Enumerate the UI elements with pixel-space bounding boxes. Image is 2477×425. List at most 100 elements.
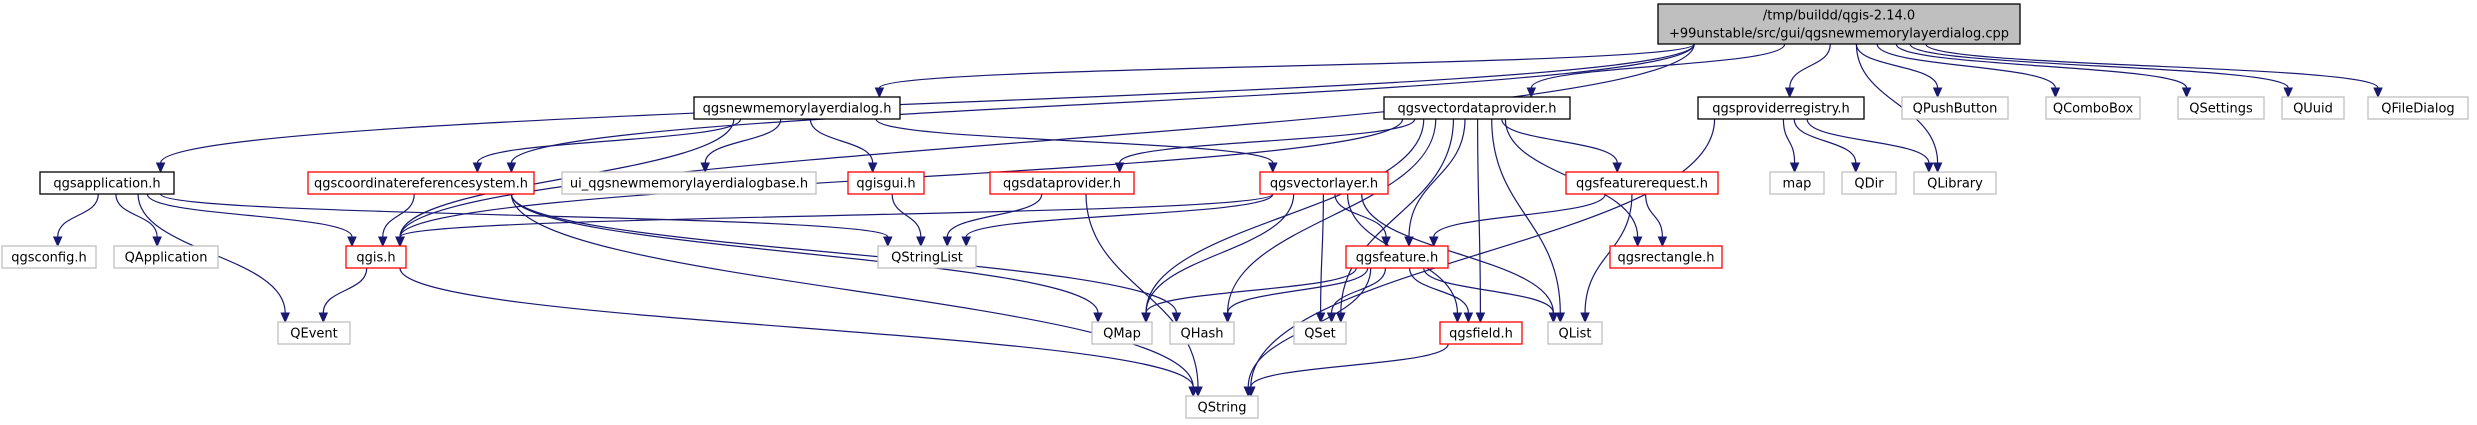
node-box	[1547, 321, 1603, 345]
arrowhead	[1789, 162, 1800, 174]
edge-line	[875, 118, 1274, 164]
node-box	[1439, 321, 1523, 345]
node-label: qgscoordinatereferencesystem.h	[314, 177, 528, 192]
node-qevent: QEvent	[277, 321, 351, 345]
node-label: QList	[1559, 327, 1592, 342]
node-box	[847, 171, 925, 195]
edge-line	[1789, 43, 1831, 89]
arrowhead	[1141, 312, 1151, 324]
node-label: qgsapplication.h	[53, 177, 160, 192]
edge-line	[704, 118, 782, 164]
node-qgsfeaturerequest[interactable]: qgsfeaturerequest.h	[1565, 171, 1719, 195]
node-label: ui_qgsnewmemorylayerdialogbase.h	[570, 177, 808, 192]
arrowhead	[1932, 87, 1943, 99]
edge-root-to-QSettings	[1895, 43, 2192, 99]
edge-line	[1250, 343, 1449, 388]
edge-line	[146, 193, 353, 238]
node-qgsdataprovider[interactable]: qgsdataprovider.h	[989, 171, 1135, 195]
edge-qgis-to-QString	[399, 267, 1198, 398]
edge-qgsvectordataprovider-to-QHash	[1222, 118, 1437, 324]
node-box	[1913, 171, 1997, 195]
arrowhead	[1526, 87, 1537, 99]
arrowhead	[961, 236, 971, 248]
node-qgsvectordataprovider[interactable]: qgsvectordataprovider.h	[1383, 96, 1571, 120]
node-qgscoordinatereferencesystem[interactable]: qgscoordinatereferencesystem.h	[307, 171, 535, 195]
edge-qgsdataprovider-to-QString	[1085, 193, 1203, 398]
node-qgsfeature[interactable]: qgsfeature.h	[1345, 245, 1449, 269]
edge-root-to-qgis	[395, 43, 1695, 248]
edge-qgscoordinatereferencesystem-to-QString	[510, 193, 1198, 398]
node-qset: QSet	[1293, 321, 1347, 345]
node-root[interactable]: /tmp/buildd/qgis-2.14.0+99unstable/src/g…	[1657, 3, 2021, 45]
arrowhead	[1452, 312, 1463, 324]
edge-qgsfeature-to-QList	[1423, 267, 1559, 324]
node-qgsfield[interactable]: qgsfield.h	[1439, 321, 1523, 345]
edge-root-to-QFileDialog	[1925, 43, 2383, 99]
node-qgisgui[interactable]: qgisgui.h	[847, 171, 925, 195]
node-box	[1169, 321, 1235, 345]
arrowhead	[916, 236, 926, 248]
edge-line	[57, 193, 99, 238]
edge-qgsapplication-to-QStringList	[160, 193, 893, 248]
node-label: map	[1783, 177, 1812, 192]
node-label: qgsconfig.h	[11, 251, 86, 266]
edge-root-to-qgscoordinatereferencesystem	[506, 43, 1695, 174]
edge-line	[322, 267, 368, 314]
edge-line	[1782, 118, 1796, 164]
node-label: qgsdataprovider.h	[1003, 177, 1121, 192]
edge-root-to-QPushButton	[1855, 43, 1943, 99]
node-qstringlist: QStringList	[877, 245, 977, 269]
node-ui-dialogbase: ui_qgsnewmemorylayerdialogbase.h	[561, 171, 817, 195]
node-label: QEvent	[290, 327, 337, 342]
arrowhead	[280, 312, 290, 324]
edge-qgsvectorlayer-to-QStringList	[961, 193, 1274, 248]
arrowhead	[2050, 87, 2061, 99]
edge-line	[1909, 43, 2289, 89]
arrowhead	[506, 162, 517, 174]
edge-qgsproviderregistry-to-map	[1782, 118, 1800, 174]
node-box	[2045, 96, 2141, 120]
edge-qgsdataprovider-to-QStringList	[942, 193, 1043, 248]
arrowhead	[1381, 236, 1391, 248]
arrowhead	[1114, 162, 1125, 174]
node-qgsnewmemorylayerdialog[interactable]: qgsnewmemorylayerdialog.h	[693, 96, 901, 120]
edge-line	[1423, 267, 1554, 314]
node-qgsproviderregistry[interactable]: qgsproviderregistry.h	[1697, 96, 1865, 120]
node-box	[345, 245, 407, 269]
edge-qgis-to-QEvent	[318, 267, 368, 324]
node-qlibrary: QLibrary	[1913, 171, 1997, 195]
node-box	[277, 321, 351, 345]
node-label: qgisgui.h	[856, 177, 915, 192]
edge-qgsfeaturerequest-to-qgsfeature	[1428, 193, 1606, 248]
edge-root-to-qgsproviderregistry	[1784, 43, 1831, 99]
edge-line	[1340, 118, 1455, 314]
node-qgsvectorlayer[interactable]: qgsvectorlayer.h	[1259, 171, 1389, 195]
node-box	[1383, 96, 1571, 120]
node-label: qgsfeature.h	[1356, 251, 1439, 266]
arrowhead	[1548, 312, 1559, 324]
node-qgis[interactable]: qgis.h	[345, 245, 407, 269]
arrowhead	[700, 162, 710, 174]
node-box	[1901, 96, 2009, 120]
arrowhead	[1171, 312, 1182, 324]
edge-line	[1895, 43, 2188, 89]
edge-line	[115, 193, 158, 238]
edge-line	[1227, 118, 1437, 314]
node-label: qgsfield.h	[1449, 327, 1513, 342]
node-box	[2281, 96, 2345, 120]
node-box	[561, 171, 817, 195]
arrowhead	[883, 236, 893, 248]
edge-line	[1433, 193, 1606, 238]
edge-qgsnewmemorylayerdialog-to-qgscoordinatereferencesystem	[472, 118, 742, 174]
edge-line	[1855, 43, 1939, 89]
node-qgsapplication[interactable]: qgsapplication.h	[39, 171, 175, 195]
node-qfiledialog: QFileDialog	[2367, 96, 2469, 120]
arrowhead	[1924, 162, 1934, 174]
node-label: QComboBox	[2053, 102, 2134, 117]
arrowhead	[1932, 162, 1943, 174]
edge-line	[1925, 43, 2379, 89]
arrowhead	[1632, 236, 1643, 248]
node-qgsrectangle[interactable]: qgsrectangle.h	[1609, 245, 1723, 269]
arrowhead	[1463, 312, 1474, 324]
edge-root-to-qgsapplication	[155, 43, 1695, 174]
